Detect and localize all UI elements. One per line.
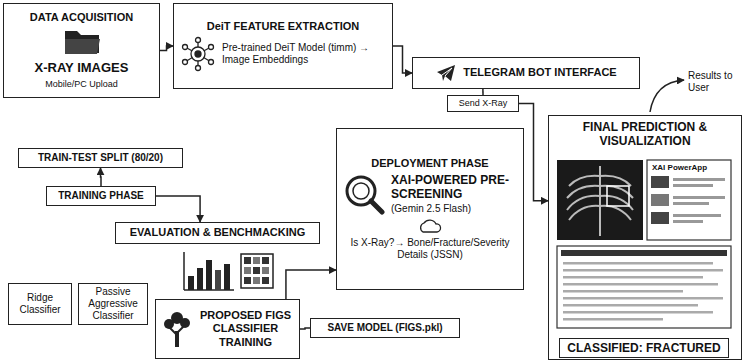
folder-icon xyxy=(62,27,102,57)
connector xyxy=(393,46,412,73)
input-box: DATA ACQUISITION X-RAY IMAGES Mobile/PC U… xyxy=(3,3,160,98)
node-text: PROPOSED FIGS CLASSIFIER TRAINING xyxy=(198,309,293,349)
annotation-label: Results to User xyxy=(688,70,740,93)
process-box: TRAIN-TEST SPLIT (80/20) xyxy=(18,148,183,168)
interface-box: TELEGRAM BOT INTERFACE xyxy=(412,57,640,89)
result-box: CLASSIFIED: FRACTURED xyxy=(559,338,729,358)
col-group: XAI-POWERED PRE-SCREENING(Gemin 2.5 Flas… xyxy=(391,173,517,216)
row-group: PROPOSED FIGS CLASSIFIER TRAINING xyxy=(162,309,293,349)
process-box: PROPOSED FIGS CLASSIFIER TRAINING xyxy=(155,299,300,359)
node-text: (Gemin 2.5 Flash) xyxy=(391,203,471,215)
connector xyxy=(160,46,173,51)
row-group: XAI-POWERED PRE-SCREENING(Gemin 2.5 Flas… xyxy=(343,173,517,216)
tree-icon xyxy=(162,309,192,349)
telegram-icon xyxy=(435,62,457,84)
node-text: Ridge Classifier xyxy=(13,292,67,316)
model-box: Passive Aggressive Classifier xyxy=(78,283,148,325)
process-box: DeiT FEATURE EXTRACTION Pre-trained DeiT… xyxy=(173,3,393,89)
node-text: TELEGRAM BOT INTERFACE xyxy=(463,66,616,79)
node-text: Passive Aggressive Classifier xyxy=(83,286,143,322)
node-text: DEPLOYMENT PHASE xyxy=(371,157,488,170)
node-text: Is X-Ray?→ Bone/Fracture/Severity Detail… xyxy=(343,237,517,261)
cloud-icon xyxy=(417,218,443,234)
row-group: Pre-trained DeiT Model (timm) → Image Em… xyxy=(180,36,386,72)
node-text: EVALUATION & BENCHMACKING xyxy=(130,226,306,239)
connector xyxy=(100,168,102,186)
annotation-label: XAI PowerApp xyxy=(650,163,709,172)
node-text: X-RAY IMAGES xyxy=(35,60,129,76)
node-text: DeiT FEATURE EXTRACTION xyxy=(207,20,360,33)
connector xyxy=(300,328,310,329)
table-grid-icon xyxy=(240,252,274,290)
result-panel: FINAL PREDICTION & VISUALIZATION CLASSIF… xyxy=(548,115,742,360)
bar-chart-icon xyxy=(180,250,236,294)
node-text: Send X-Ray xyxy=(459,98,508,109)
connector xyxy=(286,270,336,299)
network-icon xyxy=(180,36,216,72)
row-group: TELEGRAM BOT INTERFACE xyxy=(435,62,616,84)
phase-panel: DEPLOYMENT PHASE XAI-POWERED PRE-SCREENI… xyxy=(336,128,524,290)
model-box: Ridge Classifier xyxy=(8,283,72,325)
node-text: Pre-trained DeiT Model (timm) → Image Em… xyxy=(222,42,386,66)
process-box: EVALUATION & BENCHMACKING xyxy=(115,222,320,244)
magnifier-icon xyxy=(343,173,385,215)
node-text: FINAL PREDICTION & VISUALIZATION xyxy=(555,120,735,149)
connector xyxy=(156,196,200,222)
node-text: TRAINING PHASE xyxy=(58,190,144,202)
node-text: XAI-POWERED PRE-SCREENING xyxy=(391,173,517,202)
xray-result-illustration xyxy=(555,156,735,332)
node-text: DATA ACQUISITION xyxy=(30,11,133,24)
node-text: TRAIN-TEST SPLIT (80/20) xyxy=(38,152,163,164)
node-text: Mobile/PC Upload xyxy=(45,79,118,90)
results-arrow xyxy=(650,80,684,112)
action-box: Send X-Ray xyxy=(447,95,519,112)
node-text: CLASSIFIED: FRACTURED xyxy=(567,341,720,355)
phase-box: TRAINING PHASE xyxy=(46,186,156,206)
node-text: SAVE MODEL (FIGS.pkl) xyxy=(327,322,442,334)
output-box: SAVE MODEL (FIGS.pkl) xyxy=(310,318,460,338)
